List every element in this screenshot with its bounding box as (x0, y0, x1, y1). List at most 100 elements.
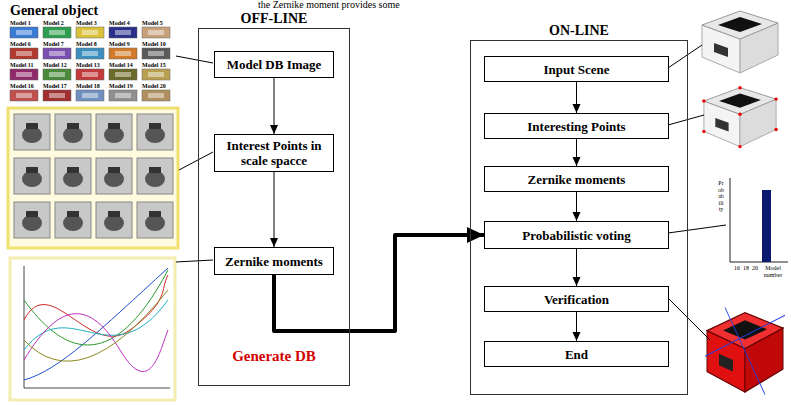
cropped-text: the Zernike moment provides some (258, 0, 400, 10)
box-label: Model DB Image (227, 57, 322, 72)
input-scene-photo (702, 11, 778, 73)
scale-space-images (96, 202, 132, 238)
leader-lines (179, 152, 213, 170)
model-label: Model 16 (10, 83, 34, 90)
model-thumbnails (142, 27, 170, 38)
process-box: Interest Points in scale spacce (214, 134, 334, 172)
thumbnail-highlights (16, 51, 32, 56)
model-label: Model 20 (142, 83, 166, 90)
model-label: Model 11 (10, 62, 34, 69)
thumbnail-highlights (115, 93, 131, 98)
thumbnail-highlights (148, 93, 164, 98)
thumbnail-highlights (82, 30, 98, 35)
model-thumbnails (43, 48, 71, 59)
verification-photo (707, 313, 783, 349)
model-label: Model 13 (76, 62, 100, 69)
verification-photo (723, 320, 767, 339)
thumbnail-highlights (82, 93, 98, 98)
verification-photo (705, 315, 785, 356)
model-label: Model 18 (76, 83, 100, 90)
online-panel: ON-LINEInput SceneInteresting PointsZern… (470, 40, 688, 395)
model-label: Model 8 (76, 41, 97, 48)
thumbnail-highlights (115, 30, 131, 35)
model-label: Model 10 (142, 41, 166, 48)
interest-points-photo (704, 88, 776, 147)
leader-lines (668, 45, 702, 68)
interest-points-photo (774, 128, 777, 131)
model-label: Model 6 (10, 41, 31, 48)
section-title: General object (10, 3, 98, 19)
box-label: Verification (544, 292, 609, 307)
flow-arrow (274, 172, 275, 247)
box-label: Zernike moments (528, 172, 626, 187)
box-label: Zernike moments (225, 254, 323, 269)
model-label: Model 1 (10, 20, 31, 27)
scale-space-panel (8, 108, 178, 248)
interest-points-photo (702, 130, 705, 133)
thumbnail-highlights (49, 72, 65, 77)
model-label: Model 15 (142, 62, 166, 69)
interest-points-photo (702, 86, 778, 148)
flow-arrow (576, 82, 577, 113)
scale-space-images (55, 202, 91, 238)
thumbnail-highlights (115, 72, 131, 77)
process-box: Interesting Points (484, 113, 669, 139)
scale-space-images (55, 114, 91, 150)
thumbnail-highlights (49, 93, 65, 98)
flow-arrow (274, 78, 275, 134)
model-thumbnails (43, 69, 71, 80)
plot-axes (24, 388, 170, 389)
flow-arrow (576, 139, 577, 166)
interest-points-photo (738, 145, 741, 148)
plot-curves (24, 290, 168, 361)
model-thumbnails (109, 69, 137, 80)
thumbnail-highlights (16, 72, 32, 77)
process-box: Zernike moments (214, 247, 334, 275)
model-label: Model 19 (109, 83, 133, 90)
thumbnail-highlights (16, 93, 32, 98)
scale-space-images (137, 158, 173, 194)
thumbnail-highlights (16, 30, 164, 98)
model-thumbnails (43, 90, 71, 101)
model-thumbnails (109, 27, 137, 38)
box-label: Probabilistic voting (522, 228, 630, 243)
model-label: Model 9 (109, 41, 130, 48)
process-box: Model DB Image (214, 51, 334, 78)
model-thumbnails (43, 27, 71, 38)
interest-points-photo (702, 99, 705, 102)
probability-chart (762, 190, 771, 262)
thumbnail-highlights (82, 72, 98, 77)
model-label: Model 17 (43, 83, 67, 90)
model-thumbnails (142, 90, 170, 101)
scale-space-images (55, 158, 91, 194)
scale-space-images (137, 114, 173, 150)
leader-lines (176, 260, 213, 262)
plot-curves (24, 314, 168, 372)
panel-heading: ON-LINE (451, 23, 707, 39)
plot-axes (24, 266, 170, 388)
model-thumbnails (142, 69, 170, 80)
plot-axes (24, 266, 25, 388)
chart-label: Model number (760, 265, 786, 278)
process-box: Probabilistic voting (484, 221, 669, 249)
plot-curves (24, 275, 168, 336)
process-box: Verification (484, 286, 669, 312)
scale-space-images (137, 202, 173, 238)
model-thumbnails (76, 27, 104, 38)
thumbnail-highlights (148, 51, 164, 56)
interest-points-photo (738, 86, 741, 89)
model-thumbnails (10, 69, 38, 80)
model-label: Model 5 (142, 20, 163, 27)
flow-arrow (576, 249, 577, 286)
plot-frame (10, 258, 175, 400)
process-box: Zernike moments (484, 166, 669, 192)
chart-label: Probability (718, 180, 724, 213)
flow-arrow (576, 312, 577, 341)
thumbnail-highlights (115, 51, 131, 56)
model-thumbnails (109, 90, 137, 101)
model-thumbnails (10, 90, 38, 101)
chart-label: 20 (752, 265, 758, 272)
scale-space-images (96, 114, 132, 150)
